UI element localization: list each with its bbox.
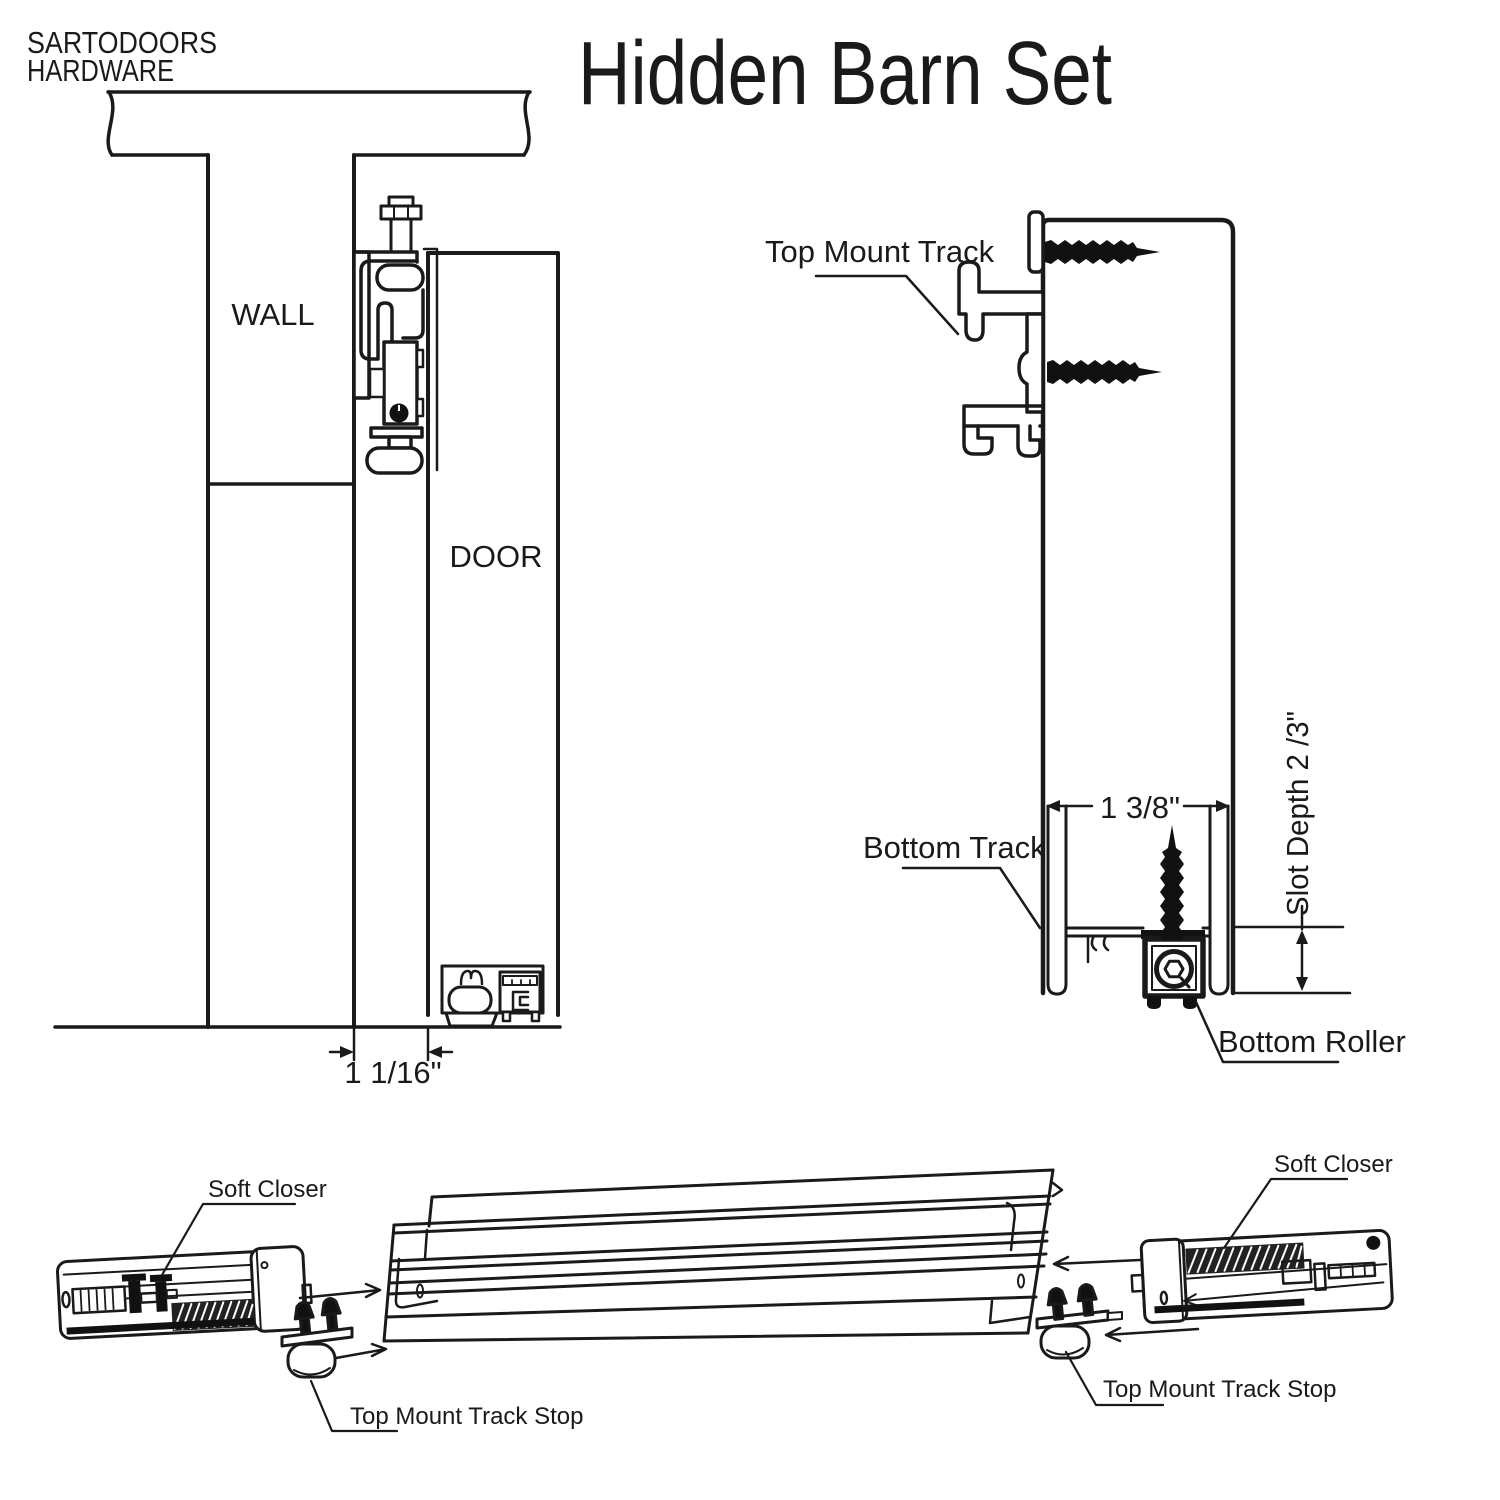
top-mount-track-profile [957, 210, 1045, 458]
brand-logo-line1: SARTODOORS [27, 25, 217, 60]
assembly-arrow-left-lower [334, 1342, 388, 1360]
bottom-track-profile [1046, 804, 1230, 996]
closer-spring-right [1185, 1242, 1305, 1275]
top-mount-track-label: Top Mount Track [765, 234, 995, 269]
bottom-track-leader [901, 866, 1042, 930]
brand-logo: SARTODOORS HARDWARE [27, 25, 217, 88]
track-stop-right [1035, 1282, 1123, 1360]
top-roller-wheel [375, 263, 425, 292]
soft-closer-right-label: Soft Closer [1274, 1151, 1393, 1178]
exploded-assembly-diagram [56, 1168, 1394, 1433]
track-cross-section-diagram [814, 210, 1352, 1064]
top-mount-track-leader [814, 274, 960, 336]
lower-roller-wheel [365, 446, 424, 475]
ceiling-outline [106, 90, 532, 157]
thickness-dimension-text: 1 3/8" [1100, 790, 1180, 825]
break-marks [1090, 934, 1110, 952]
slot-depth-dimension [1231, 904, 1352, 995]
assembly-arrow-right-upper [1052, 1255, 1142, 1272]
assembly-arrow-right-lower [1104, 1326, 1200, 1343]
bottom-track-label: Bottom Track [863, 830, 1046, 865]
soft-closer-left [56, 1245, 313, 1340]
track-stop-right-label: Top Mount Track Stop [1103, 1376, 1336, 1403]
slot-depth-dimension-text: Slot Depth 2 /3" [1280, 711, 1315, 916]
floor-roller-wheel [447, 985, 493, 1015]
soft-closer-right-leader [1222, 1177, 1349, 1250]
bottom-guide-hardware [440, 964, 545, 1028]
track-rail [382, 1168, 1064, 1343]
hanger-bolt [379, 195, 423, 254]
top-track-bracket [352, 250, 425, 475]
door-panel [1040, 217, 1236, 996]
page-title: Hidden Barn Set [578, 24, 1112, 124]
soft-closer-left-label: Soft Closer [208, 1176, 327, 1203]
gap-dimension [328, 1025, 454, 1062]
door-label: DOOR [450, 539, 543, 574]
bottom-roller-leader [1194, 1000, 1340, 1064]
brand-logo-line2: HARDWARE [27, 53, 174, 88]
roller-screw [1160, 825, 1184, 940]
door-outline [422, 247, 560, 1017]
assembly-arrow-left-upper [298, 1282, 382, 1300]
rail-left-end [382, 1223, 396, 1343]
rail-right-end [1026, 1168, 1055, 1335]
track-stop-left-label: Top Mount Track Stop [350, 1403, 583, 1430]
thickness-dimension [1046, 800, 1230, 812]
bottom-roller-label: Bottom Roller [1218, 1024, 1406, 1059]
wall-label: WALL [231, 297, 314, 332]
wall-section-diagram [53, 90, 562, 1062]
mounting-screw-upper [1045, 240, 1160, 264]
pivot-dot [389, 403, 409, 423]
soft-closer-right [1130, 1229, 1394, 1324]
track-stop-right-leader [1064, 1350, 1165, 1407]
soft-closer-left-leader [160, 1202, 297, 1277]
bottom-roller-assembly [1141, 930, 1206, 1009]
track-stop-left [280, 1296, 354, 1379]
track-stop-left-leader [309, 1379, 399, 1433]
mounting-screw-lower [1047, 360, 1162, 384]
gap-dimension-text: 1 1/16" [344, 1055, 441, 1090]
wall-outline [206, 153, 371, 1029]
